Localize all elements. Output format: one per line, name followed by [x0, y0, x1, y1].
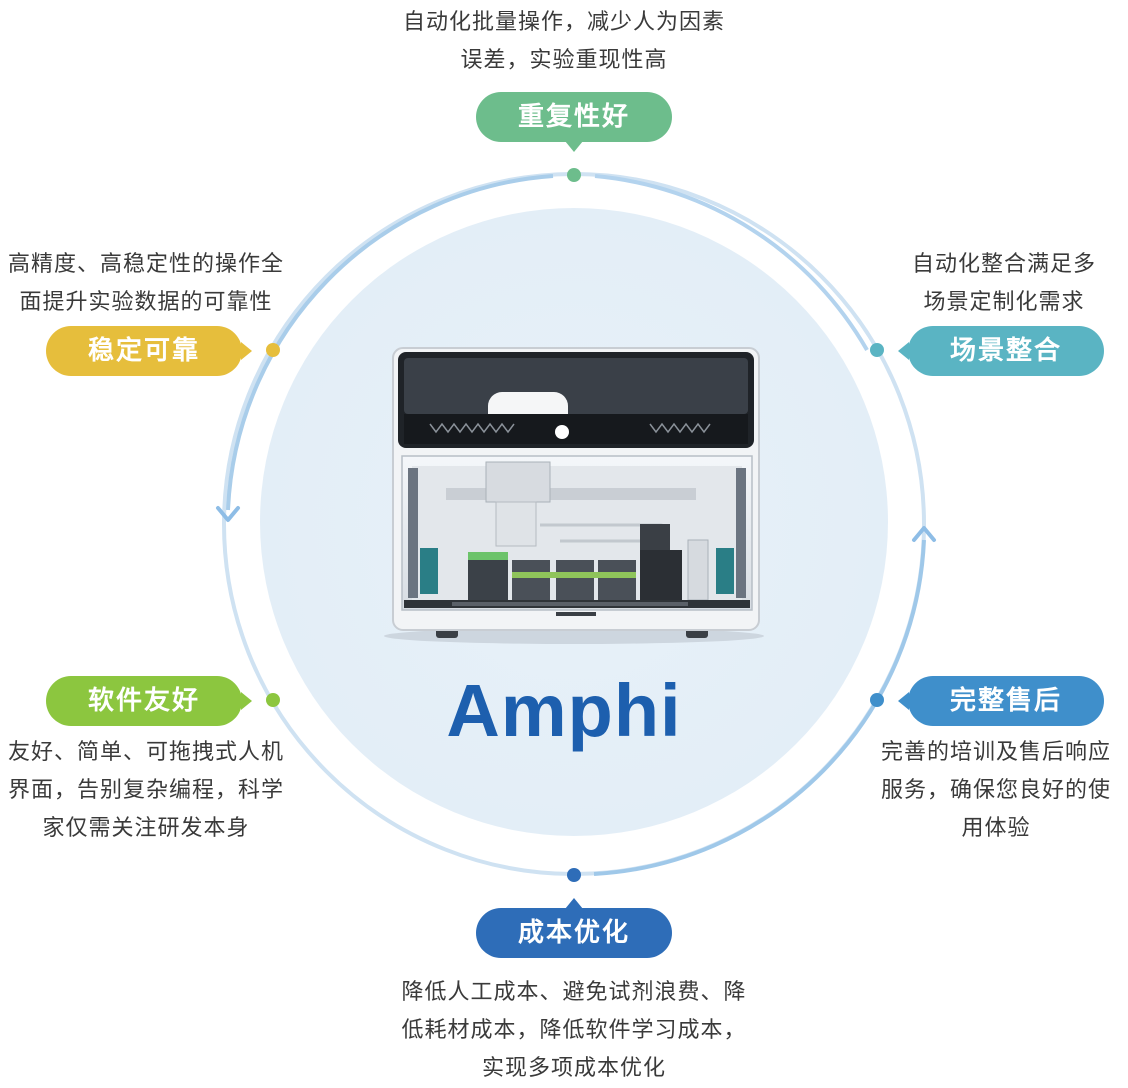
software-description: 友好、简单、可拖拽式人机 界面，告别复杂编程，科学 家仅需关注研发本身: [7, 740, 284, 841]
badge-reliability: 稳定可靠: [46, 326, 252, 376]
dot-cost: [567, 868, 581, 882]
ring-arc-top: [594, 174, 869, 351]
dot-reliability: [266, 343, 280, 357]
product-name: Amphi: [446, 669, 682, 752]
dot-scene-integration: [870, 343, 884, 357]
reliability-description: 高精度、高稳定性的操作全 面提升实验数据的可靠性: [7, 252, 284, 315]
dot-repeatability: [567, 168, 581, 182]
dot-software: [266, 693, 280, 707]
arrow-up-icon: [912, 526, 936, 542]
badge-scene-integration: 场景整合: [898, 326, 1104, 376]
ring-arc-right: [593, 539, 926, 876]
logo-icon: [555, 425, 569, 439]
badge-cost: 成本优化: [476, 898, 672, 958]
badge-repeatability: 重复性好: [476, 92, 672, 152]
badge-after-sales: 完整售后: [898, 676, 1104, 726]
ring-arc-left: [226, 174, 554, 511]
repeatability-description: 自动化批量操作，减少人为因素 误差，实验重现性高: [402, 10, 725, 73]
arrow-down-icon: [216, 506, 240, 522]
after-sales-description: 完善的培训及售后响应 服务，确保您良好的使 用体验: [880, 740, 1111, 841]
badge-software: 软件友好: [46, 676, 252, 726]
instrument-illustration: [384, 347, 764, 644]
cost-description: 降低人工成本、避免试剂浪费、降 低耗材成本，降低软件学习成本， 实现多项成本优化: [401, 980, 747, 1081]
dot-after-sales: [870, 693, 884, 707]
scene-integration-description: 自动化整合满足多 场景定制化需求: [911, 252, 1096, 315]
